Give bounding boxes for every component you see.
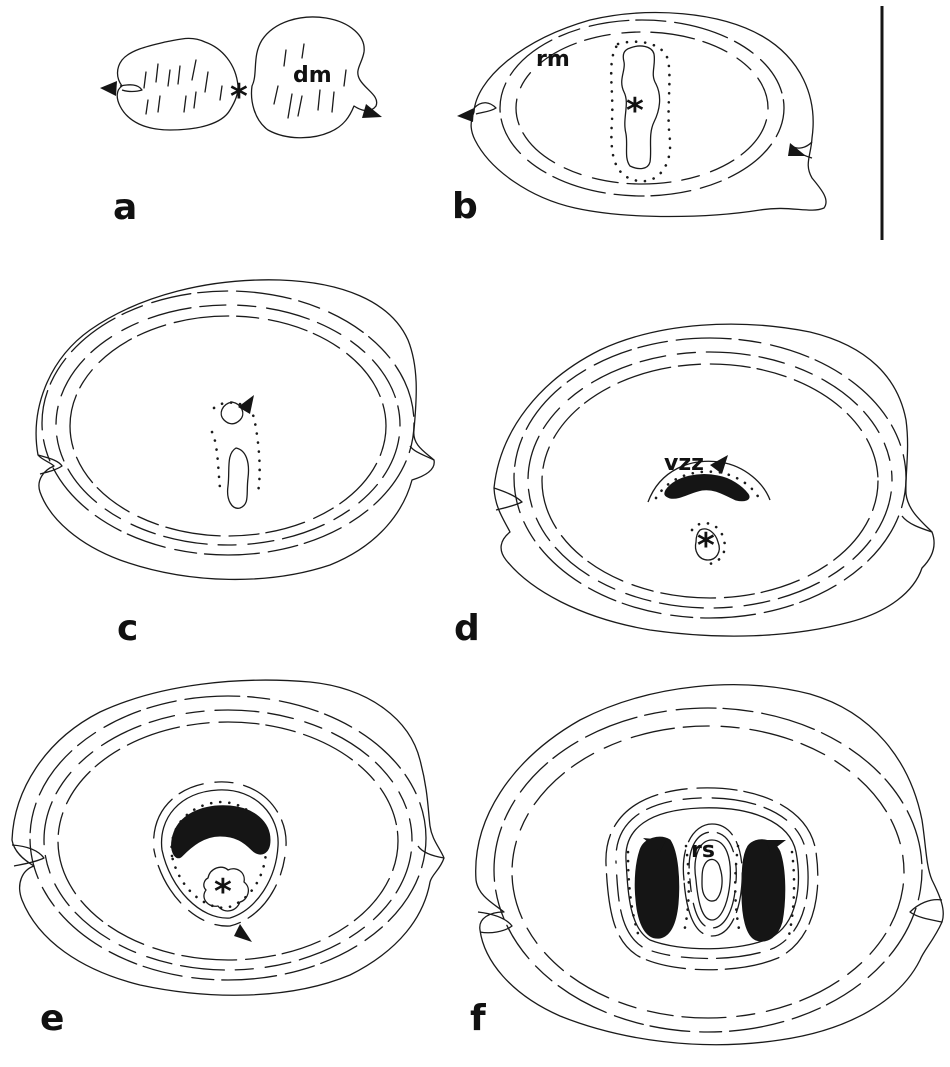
panel-c-lumen [228,448,249,508]
panel-a-arrowhead-left [100,81,117,96]
panel-e-arrowhead [234,924,252,942]
panel-a-label: a [113,187,137,228]
panel-f-ring-1 [494,708,922,1032]
panel-e: * e [12,680,444,1039]
panel-e-marker: * [214,872,232,912]
panel-f-notch-left [478,912,512,933]
panel-f-dark-right [742,840,785,941]
panel-c-dots [212,403,260,492]
panel-b-outline [471,13,826,217]
panel-b-tissue-label: rm [536,47,570,72]
panel-e-ring-1 [30,696,426,980]
panel-d-label: d [454,608,480,649]
panel-e-ring-2 [44,710,412,970]
panel-f-ring-2 [512,726,904,1018]
panel-c-ring-3 [70,316,386,536]
panel-d-notch-right [902,516,932,532]
panel-f-lumen [702,859,722,901]
panel-f-dark-left [635,837,679,938]
panel-b-label: b [452,186,478,227]
panel-f: rs f [470,685,943,1045]
panel-f-outline [476,685,944,1045]
panel-a-arrowhead-right [362,104,382,118]
panel-a-left-notch [120,85,142,92]
panel-b-arrowhead-left [457,108,474,122]
panel-e-ring-3 [58,722,398,960]
panel-a-tissue-label: dm [293,63,332,88]
panel-c-ring-2 [56,305,400,545]
panel-d-tissue-label: vzz [664,451,704,476]
panel-b: * rm b [452,13,826,227]
panel-e-dark-band [172,806,270,858]
panel-b-notch-left [474,103,496,114]
panel-d-marker: * [697,526,715,566]
panel-f-tissue-label: rs [691,838,715,863]
panel-b-marker: * [626,91,644,131]
panel-c-outline [36,280,434,580]
panel-a: * dm a [100,17,382,228]
panel-e-outline [12,680,444,995]
panel-f-label: f [470,998,486,1039]
panel-d-arrowhead [710,455,728,474]
panel-e-label: e [40,998,64,1039]
panel-e-notch-left [12,845,44,866]
panel-c: c [36,280,434,649]
panel-a-marker: * [230,77,248,117]
panel-d: * vzz d [454,324,934,649]
panel-c-label: c [117,608,138,649]
panel-e-notch-right [418,846,444,858]
panel-b-arrowhead-right [788,143,806,156]
panel-c-notch-right [410,446,434,460]
